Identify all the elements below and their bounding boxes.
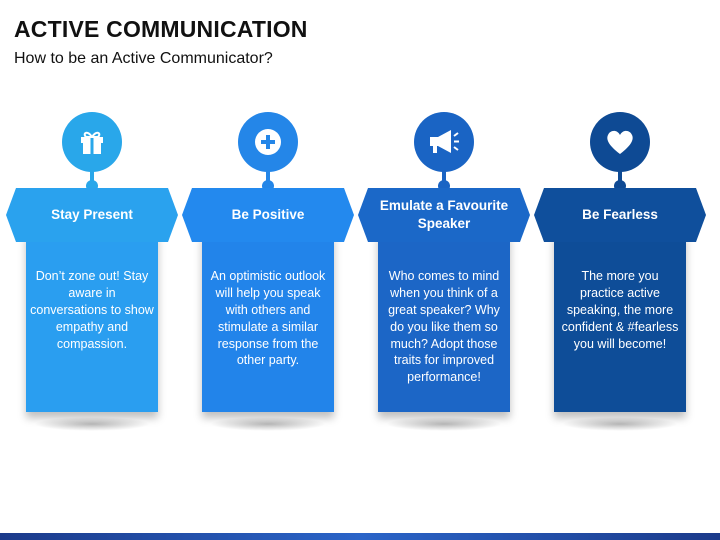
column-heading: Stay Present bbox=[51, 206, 133, 222]
connector-stem bbox=[266, 170, 270, 184]
column-body: The more you practice active speaking, t… bbox=[561, 269, 679, 351]
column-body: Who comes to mind when you think of a gr… bbox=[388, 269, 500, 385]
column-body: Don’t zone out! Stay aware in conversati… bbox=[30, 269, 154, 351]
card-shadow bbox=[210, 417, 326, 431]
column-be-fearless: Be Fearless The more you practice active… bbox=[534, 112, 706, 442]
card-body bbox=[378, 232, 510, 412]
megaphone-icon bbox=[430, 130, 459, 153]
page-title: ACTIVE COMMUNICATION bbox=[14, 16, 308, 42]
heading-banner: Stay Present bbox=[6, 188, 178, 242]
plus-circle-icon bbox=[255, 129, 281, 155]
icon-circle bbox=[590, 112, 650, 172]
card-body bbox=[202, 232, 334, 412]
column-emulate-speaker: Emulate a Favourite Speaker Who comes to… bbox=[358, 112, 530, 442]
column-be-positive: Be Positive An optimistic outlook will h… bbox=[182, 112, 354, 442]
heading-banner: Emulate a Favourite Speaker bbox=[358, 188, 530, 242]
column-heading: Emulate a Favourite Speaker bbox=[379, 197, 509, 231]
column-body: An optimistic outlook will help you spea… bbox=[210, 269, 326, 368]
column-heading: Be Positive bbox=[231, 206, 305, 222]
column-heading: Be Fearless bbox=[582, 206, 658, 222]
icon-circle bbox=[62, 112, 122, 172]
card-body bbox=[554, 232, 686, 412]
card-shadow bbox=[34, 417, 150, 431]
connector-stem bbox=[442, 170, 446, 184]
card-body bbox=[26, 232, 158, 412]
column-stay-present: Stay Present Don’t zone out! Stay aware … bbox=[6, 112, 178, 442]
connector-stem bbox=[618, 170, 622, 184]
heading-banner: Be Fearless bbox=[534, 188, 706, 242]
card-shadow bbox=[562, 417, 678, 431]
page-subtitle: How to be an Active Communicator? bbox=[14, 50, 273, 67]
icon-circle bbox=[238, 112, 298, 172]
connector-stem bbox=[90, 170, 94, 184]
heart-icon bbox=[607, 130, 633, 154]
card-shadow bbox=[386, 417, 502, 431]
footer-bar bbox=[0, 533, 720, 540]
gift-icon bbox=[81, 131, 103, 154]
heading-banner: Be Positive bbox=[182, 188, 354, 242]
icon-circle bbox=[414, 112, 474, 172]
